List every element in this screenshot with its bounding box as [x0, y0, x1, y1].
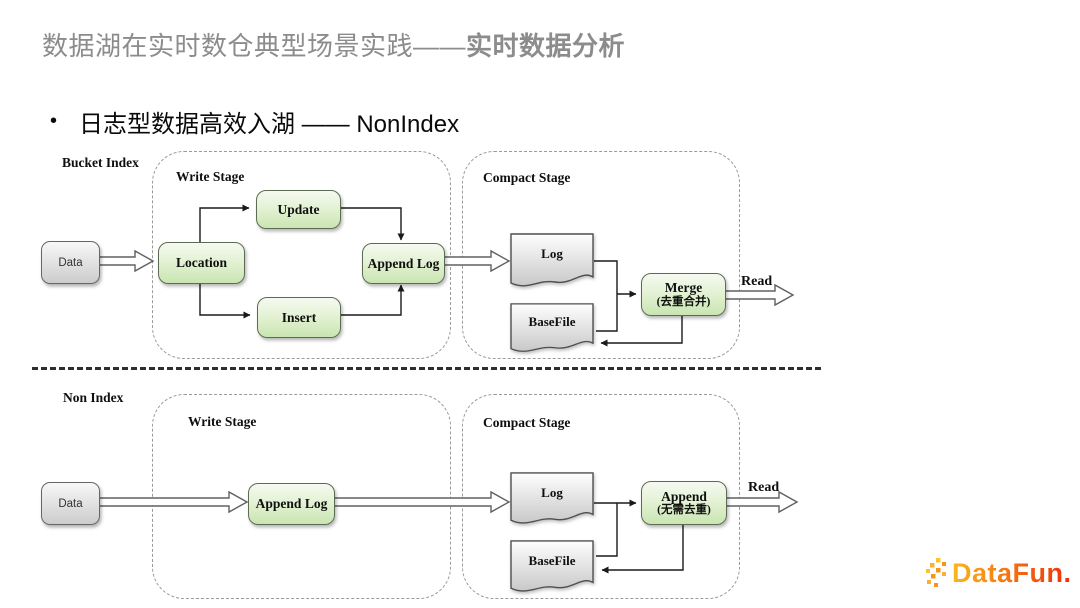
update-node-label: Update — [277, 201, 320, 217]
append-node: Append (无需去重) — [641, 481, 727, 525]
merge-node: Merge (去重合并) — [641, 273, 726, 316]
update-node: Update — [256, 190, 341, 229]
document-shape-icon — [510, 303, 594, 352]
append-log-node-top: Append Log — [362, 243, 445, 284]
log-document-top-label: Log — [541, 246, 563, 261]
bullet-icon: • — [50, 110, 58, 132]
read-label-bottom: Read — [748, 480, 780, 495]
log-document-top: Log — [510, 233, 594, 291]
merge-node-title: Merge — [664, 280, 703, 296]
data-node-bottom: Data — [41, 482, 100, 525]
data-node-top-label: Data — [58, 256, 83, 269]
append-log-node-bottom-label: Append Log — [255, 496, 328, 512]
data-node-bottom-label: Data — [58, 497, 83, 510]
slide-subtitle: • 日志型数据高效入湖 —— NonIndex — [50, 104, 459, 139]
bucket-index-label: Bucket Index — [62, 155, 139, 170]
append-log-node-bottom: Append Log — [248, 483, 335, 525]
datafun-logo-pixels-icon — [926, 558, 946, 587]
append-node-subtitle: (无需去重) — [657, 504, 711, 517]
append-log-node-top-label: Append Log — [367, 255, 440, 271]
compact-stage-label-bottom: Compact Stage — [483, 415, 571, 430]
datafun-logo: DataFun. — [926, 556, 1072, 590]
slide-title: 数据湖在实时数仓典型场景实践——实时数据分析 — [42, 26, 625, 63]
merge-node-subtitle: (去重合并) — [656, 295, 711, 308]
log-document-bottom: Log — [510, 472, 594, 528]
slide-title-regular: 数据湖在实时数仓典型场景实践—— — [42, 31, 467, 61]
read-label-top: Read — [741, 274, 773, 289]
basefile-document-top-label: BaseFile — [528, 314, 576, 329]
insert-node: Insert — [257, 297, 341, 338]
document-shape-icon — [510, 540, 594, 592]
basefile-document-top: BaseFile — [510, 303, 594, 356]
log-document-bottom-label: Log — [541, 485, 563, 500]
non-index-label: Non Index — [63, 390, 124, 405]
compact-stage-label-top: Compact Stage — [483, 170, 571, 185]
document-shape-icon — [510, 233, 594, 287]
write-stage-label-bottom: Write Stage — [188, 414, 257, 429]
document-shape-icon — [510, 472, 594, 524]
basefile-document-bottom: BaseFile — [510, 540, 594, 596]
insert-node-label: Insert — [281, 309, 317, 325]
section-divider — [32, 367, 821, 370]
compact-stage-container-top: Compact Stage — [462, 151, 740, 359]
location-node-label: Location — [175, 255, 227, 271]
append-node-title: Append — [661, 488, 707, 504]
basefile-document-bottom-label: BaseFile — [528, 553, 576, 568]
location-node: Location — [158, 242, 245, 284]
slide-title-bold: 实时数据分析 — [466, 31, 626, 61]
slide-subtitle-text: 日志型数据高效入湖 —— NonIndex — [79, 111, 460, 138]
write-stage-label-top: Write Stage — [176, 169, 245, 184]
data-node-top: Data — [41, 241, 100, 284]
datafun-logo-text: DataFun. — [952, 557, 1072, 588]
